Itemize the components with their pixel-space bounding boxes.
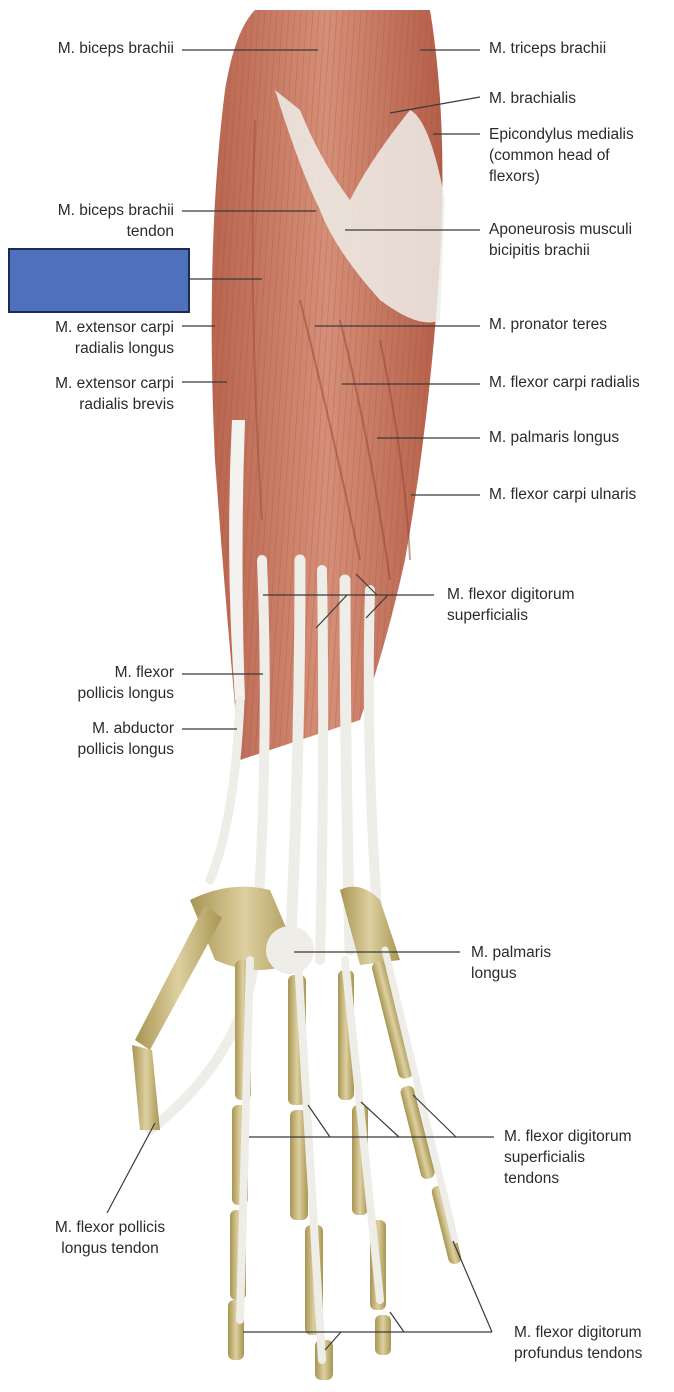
label-flexor-carpi-ulnaris: M. flexor carpi ulnaris: [489, 486, 637, 503]
label-extensor-carpi-radialis-brevis: M. extensor carpi radialis brevis: [55, 375, 174, 413]
label-triceps-brachii: M. triceps brachii: [489, 40, 607, 57]
label-palmaris-longus: M. palmaris longus: [489, 429, 620, 446]
label-pronator-teres: M. pronator teres: [489, 316, 608, 333]
finger-tendons: [236, 926, 459, 1364]
label-flexor-carpi-radialis: M. flexor carpi radialis: [489, 374, 640, 391]
label-flexor-pollicis-longus-tendon: M. flexor pollicis longus tendon: [54, 1219, 166, 1257]
label-palmaris-longus-hand: M. palmaris longus: [471, 944, 552, 982]
label-fdp-tendons: M. flexor digitorum profundus tendons: [514, 1324, 643, 1362]
hidden-label-mask: [8, 248, 190, 313]
leader-lines: [106, 49, 494, 1351]
forearm-muscles: [211, 10, 445, 760]
label-flexor-digitorum-superficialis: M. flexor digitorum superficialis: [447, 586, 575, 624]
label-epicondylus-medialis: Epicondylus medialis (common head of fle…: [489, 126, 634, 185]
label-brachialis: M. brachialis: [489, 90, 576, 107]
label-biceps-brachii: M. biceps brachii: [57, 40, 174, 57]
label-fds-tendons: M. flexor digitorum superficialis tendon…: [504, 1128, 632, 1187]
label-extensor-carpi-radialis-longus: M. extensor carpi radialis longus: [55, 319, 174, 357]
label-aponeurosis-bicipitis: Aponeurosis musculi bicipitis brachii: [489, 221, 633, 259]
label-flexor-pollicis-longus: M. flexor pollicis longus: [77, 664, 175, 702]
label-abductor-pollicis-longus: M. abductor pollicis longus: [77, 720, 175, 758]
label-biceps-brachii-tendon: M. biceps brachii tendon: [57, 202, 174, 240]
